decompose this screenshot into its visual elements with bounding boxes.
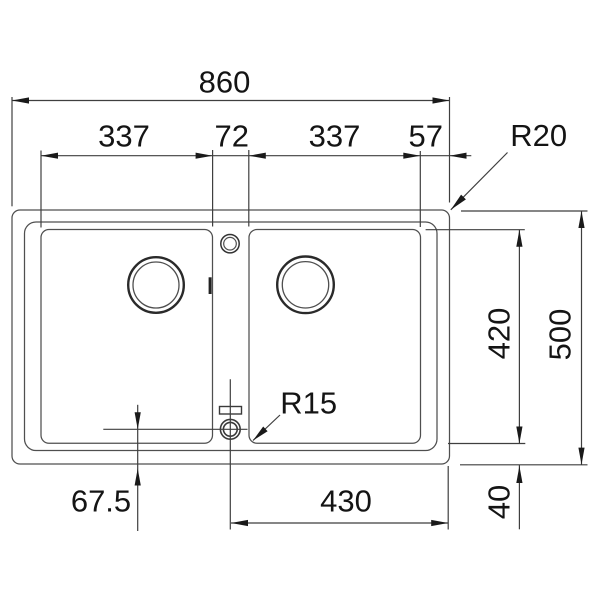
svg-text:430: 430: [320, 484, 372, 519]
svg-text:72: 72: [214, 119, 248, 154]
svg-text:337: 337: [309, 119, 361, 154]
svg-text:420: 420: [482, 308, 517, 360]
svg-text:57: 57: [408, 119, 442, 154]
svg-text:860: 860: [199, 65, 251, 100]
svg-text:337: 337: [98, 119, 150, 154]
svg-text:R20: R20: [510, 118, 567, 153]
svg-text:67.5: 67.5: [71, 484, 131, 519]
svg-text:40: 40: [481, 485, 516, 519]
svg-text:R15: R15: [280, 386, 337, 421]
svg-text:500: 500: [543, 309, 578, 361]
